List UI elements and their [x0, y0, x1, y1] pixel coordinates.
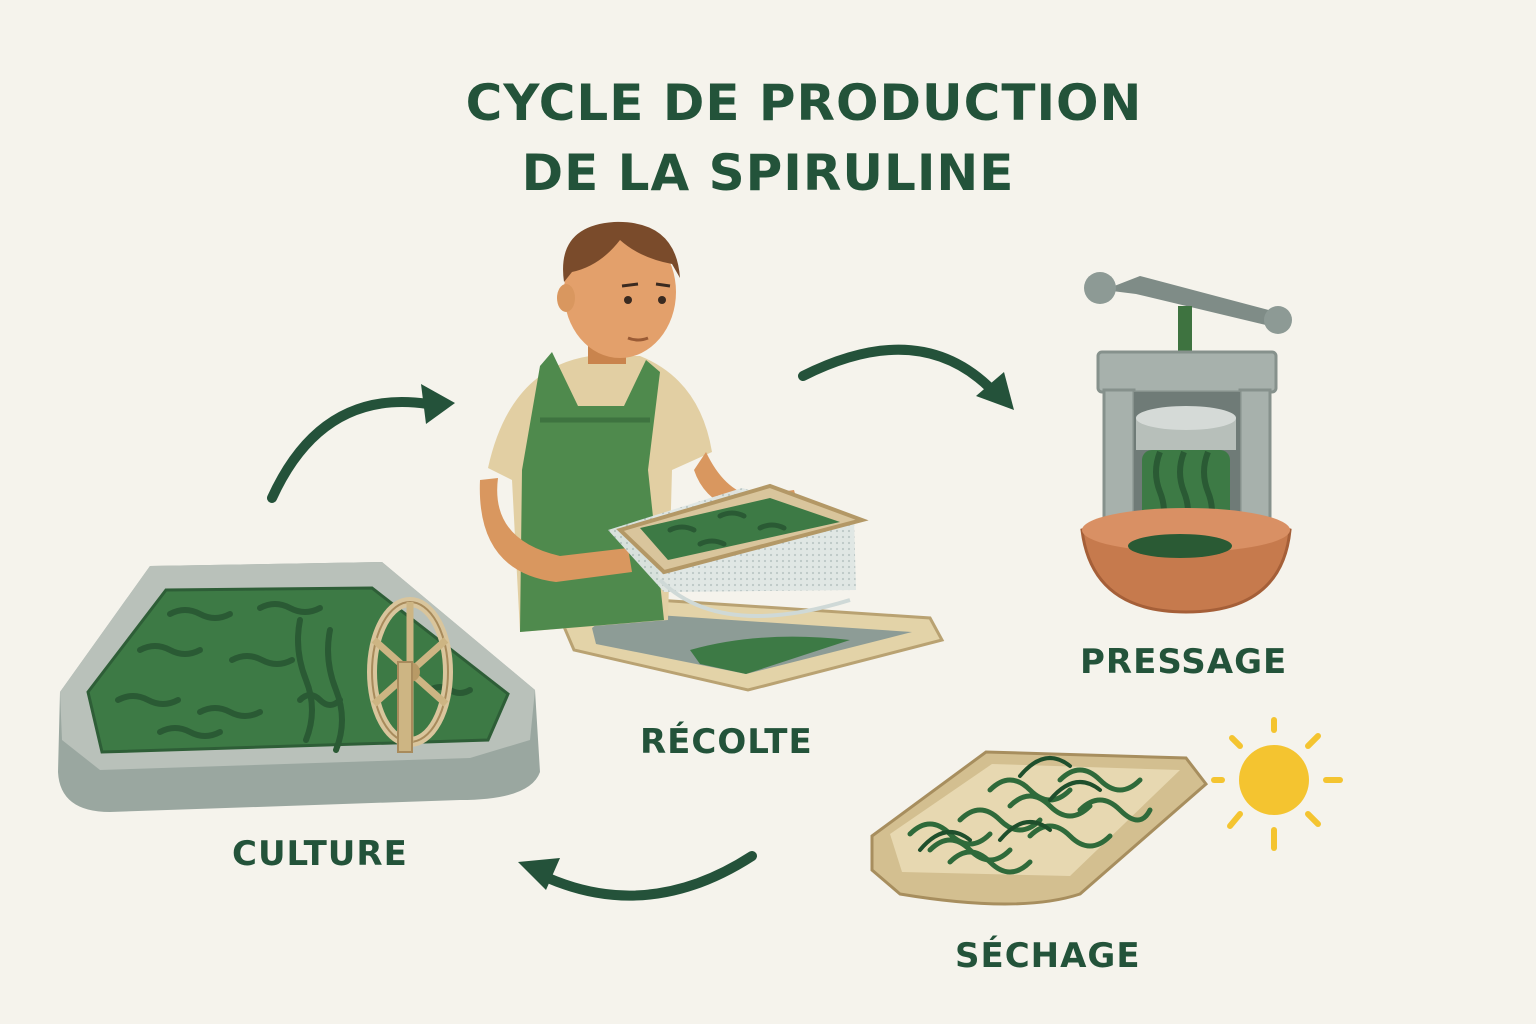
arrow-recolte-to-pressage: [798, 344, 1014, 410]
step-label-recolte: RÉCOLTE: [640, 722, 813, 762]
step-label-culture: CULTURE: [232, 834, 408, 874]
step-label-sechage: SÉCHAGE: [955, 936, 1141, 976]
diagram-title-line-1: CYCLE DE PRODUCTION: [465, 74, 1143, 132]
step-label-pressage: PRESSAGE: [1080, 642, 1288, 682]
sun-icon: [1211, 717, 1343, 851]
paddle-wheel: [367, 597, 453, 753]
pressage-press-illustration: [1080, 272, 1292, 614]
arrow-culture-to-recolte: [267, 384, 455, 503]
sechage-tray-illustration: [870, 750, 1209, 906]
culture-basin-illustration: [58, 562, 540, 812]
diagram-title-line-2: DE LA SPIRULINE: [521, 144, 1015, 202]
recolte-worker-illustration: [479, 221, 945, 692]
arrow-sechage-to-culture: [518, 851, 757, 901]
